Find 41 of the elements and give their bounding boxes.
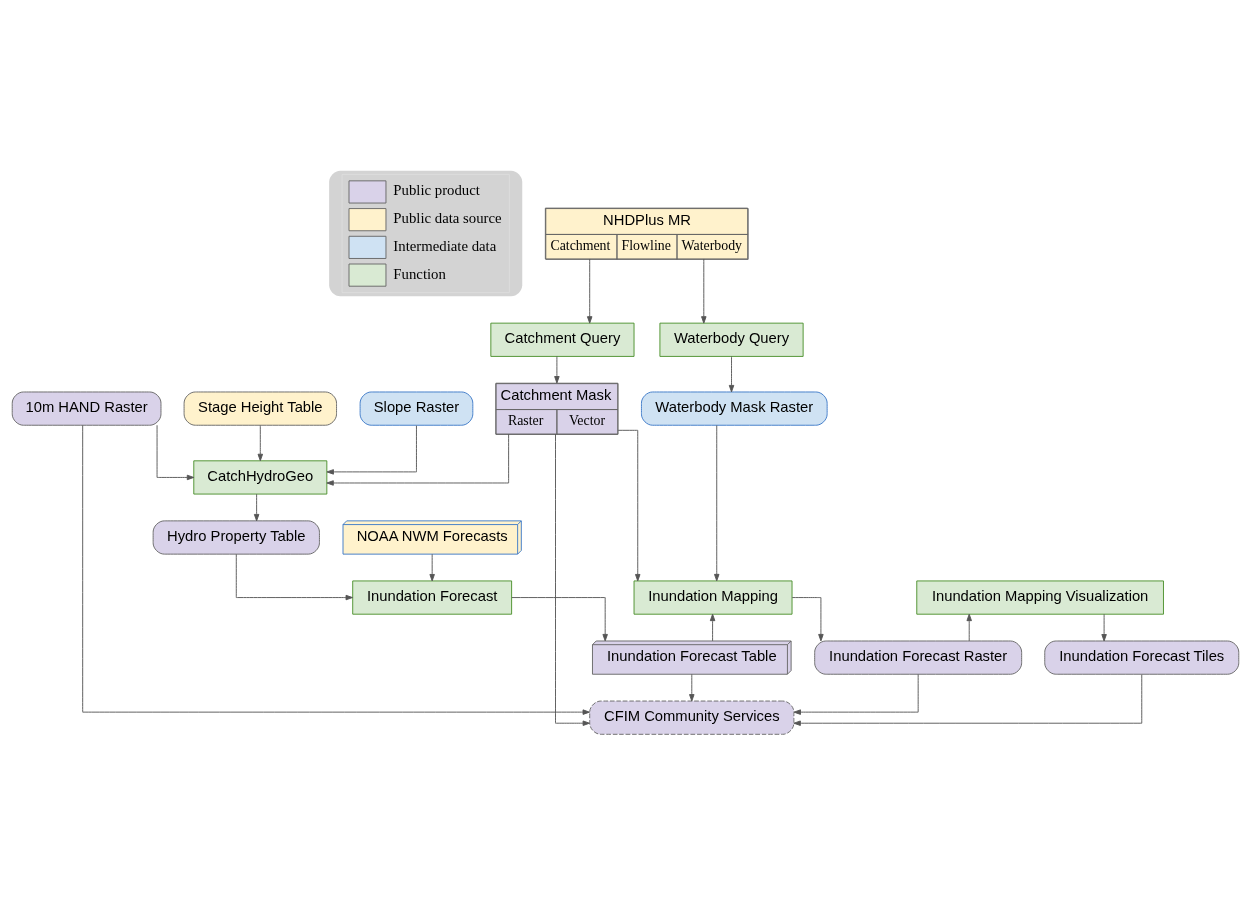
arrow — [326, 433, 510, 486]
arrow — [728, 356, 735, 393]
node-box: Hydro Property Table — [152, 520, 320, 555]
arrow — [429, 553, 435, 582]
arrow — [555, 433, 590, 726]
node-box: Inundation Forecast — [352, 580, 513, 615]
node-box: 10m HAND Raster — [11, 391, 162, 426]
legend-label: Intermediate data — [393, 237, 497, 254]
node-box: Waterbody Query — [659, 322, 804, 357]
arrow — [156, 424, 195, 481]
node-box: CFIM Community Services — [589, 700, 795, 735]
arrow — [253, 493, 260, 522]
arrow — [793, 674, 1143, 726]
arrow — [1101, 613, 1107, 642]
arrow — [701, 258, 707, 324]
node-box: Inundation Forecast Tiles — [1044, 640, 1240, 675]
arrow — [617, 429, 641, 582]
arrow — [82, 424, 590, 715]
node-box: Waterbody Mask Raster — [641, 391, 828, 426]
node-box: Inundation Mapping — [633, 580, 793, 615]
arrow — [793, 673, 919, 715]
arrow — [791, 597, 824, 642]
arrow — [257, 424, 264, 462]
legend-label: Public product — [393, 182, 480, 199]
legend-label: Function — [393, 265, 446, 282]
node-box: Catchment Query — [490, 322, 635, 357]
arrow — [235, 553, 353, 601]
node-box: Inundation Mapping Visualization — [916, 580, 1164, 615]
arrow — [554, 356, 560, 384]
arrow — [326, 425, 417, 475]
legend-label: Public data source — [393, 210, 502, 227]
arrow — [966, 613, 972, 642]
arrow — [511, 597, 608, 642]
arrow — [709, 613, 716, 642]
node-box: Stage Height Table — [183, 391, 337, 426]
node-box: Slope Raster — [359, 391, 474, 426]
node-box: Inundation Forecast Raster — [814, 640, 1023, 675]
arrow — [714, 424, 720, 582]
node-box: CatchHydroGeo — [193, 460, 328, 495]
arrow — [689, 673, 695, 702]
arrow — [586, 258, 593, 324]
